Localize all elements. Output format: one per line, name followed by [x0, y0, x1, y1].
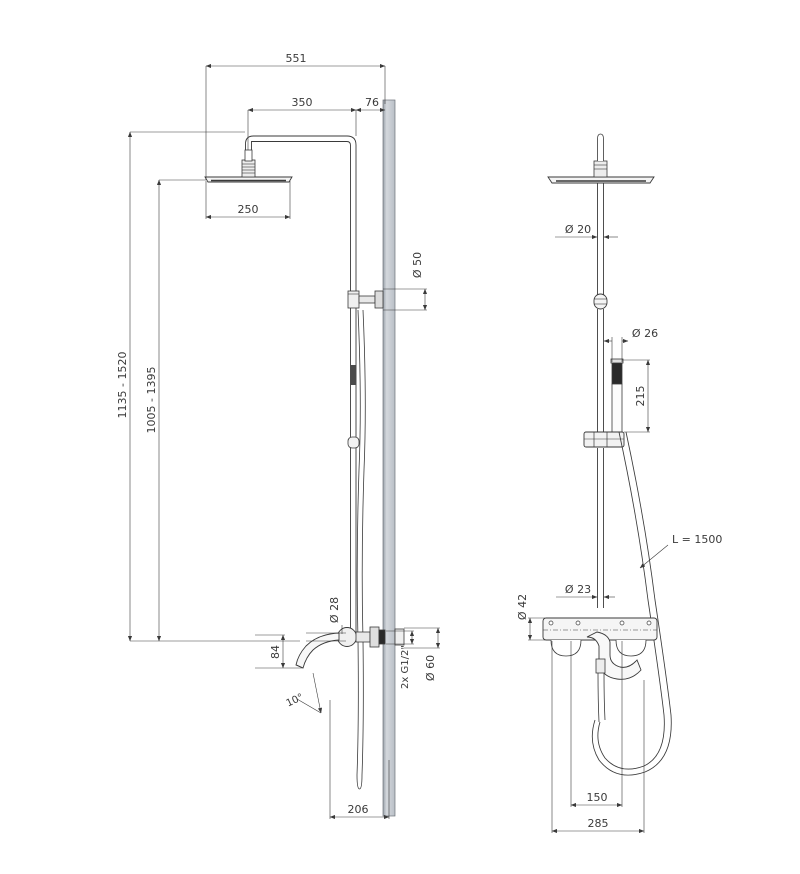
- dim-215: 215: [634, 386, 647, 407]
- bath-spout-front: [295, 632, 340, 669]
- head-shower-front: [204, 149, 293, 183]
- hand-shower-side: [610, 358, 624, 433]
- dim-1005-1395: 1005 - 1395: [145, 367, 158, 434]
- dim-hose-length: L = 1500: [672, 533, 722, 546]
- dim-84: 84: [269, 645, 282, 659]
- shower-arm: [245, 135, 357, 292]
- dim-1135-1520: 1135 - 1520: [116, 352, 129, 419]
- shower-hose-side: [591, 431, 672, 776]
- dim-d28: Ø 28: [328, 597, 341, 623]
- dim-250: 250: [238, 203, 259, 216]
- dim-d20: Ø 20: [565, 223, 591, 236]
- side-view-dimensions: Ø 20 Ø 26 215 L = 1500 Ø 23 Ø 42 150: [516, 223, 722, 834]
- riser-pipe-front: [347, 308, 360, 632]
- dim-76: 76: [365, 96, 379, 109]
- dim-551: 551: [286, 52, 307, 65]
- wall-bracket-front: [347, 290, 384, 309]
- dim-206: 206: [348, 803, 369, 816]
- front-view-dimensions: 551 350 76 250 1135 - 1520 1005 - 1395 Ø…: [116, 52, 441, 820]
- head-shower-side: [547, 133, 655, 184]
- dim-d23: Ø 23: [565, 583, 591, 596]
- dim-d50: Ø 50: [411, 252, 424, 278]
- handshower-holder-side: [583, 431, 625, 448]
- dim-285: 285: [588, 817, 609, 830]
- dim-350: 350: [292, 96, 313, 109]
- dim-2xg12: 2x G1/2": [400, 645, 411, 689]
- dim-d26: Ø 26: [632, 327, 658, 340]
- shower-hose-front: [356, 309, 366, 790]
- dim-d42: Ø 42: [516, 594, 529, 620]
- dim-10deg: 10°: [285, 692, 306, 709]
- thermostatic-mixer-side: [542, 617, 658, 723]
- dim-150: 150: [587, 791, 608, 804]
- dim-d60: Ø 60: [424, 655, 437, 681]
- wall-section: [382, 99, 396, 817]
- riser-tube-side: [593, 183, 608, 608]
